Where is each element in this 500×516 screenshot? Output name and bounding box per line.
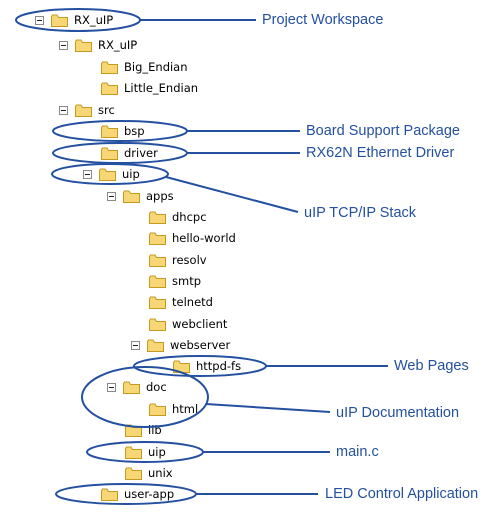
tree-node-resolv[interactable]: resolv [149, 250, 207, 270]
folder-icon [149, 318, 166, 331]
folder-icon [173, 360, 190, 373]
tree-node-label: doc [146, 380, 167, 394]
collapse-box-icon[interactable] [59, 40, 68, 50]
tree-node-doc[interactable]: doc [107, 377, 167, 397]
callout-board-support-package: Board Support Package [306, 123, 460, 139]
tree-node-label: uip [122, 167, 140, 181]
tree-node-lib[interactable]: lib [125, 420, 162, 440]
folder-icon [125, 424, 142, 437]
collapse-box-icon[interactable] [35, 15, 44, 25]
tree-node-label: httpd-fs [196, 359, 242, 373]
tree-node-label: uip [148, 445, 166, 459]
collapse-box-icon[interactable] [83, 169, 92, 179]
folder-icon [149, 211, 166, 224]
folder-icon [101, 488, 118, 501]
collapse-box-icon[interactable] [107, 382, 116, 392]
folder-icon [125, 446, 142, 459]
folder-icon [51, 14, 68, 27]
callout-web-pages: Web Pages [394, 358, 469, 374]
callout-led-control-application: LED Control Application [325, 486, 479, 502]
tree-node-src[interactable]: src [59, 100, 115, 120]
tree-node-label: bsp [124, 124, 145, 138]
tree-node-httpd-fs[interactable]: httpd-fs [173, 356, 241, 376]
callout-main-c: main.c [336, 444, 379, 460]
tree-node-label: lib [148, 423, 162, 437]
callout-project-workspace: Project Workspace [262, 12, 384, 28]
tree-node-label: RX_uIP [98, 38, 138, 52]
folder-icon [149, 254, 166, 267]
tree-node-label: hello-world [172, 231, 236, 245]
tree-node-big-endian[interactable]: Big_Endian [101, 57, 188, 77]
tree-node-little-endian[interactable]: Little_Endian [101, 78, 198, 98]
folder-icon [75, 104, 92, 117]
tree-node-label: smtp [172, 274, 202, 288]
tree-node-label: html [172, 402, 199, 416]
callout-uip-stack: uIP TCP/IP Stack [304, 205, 417, 221]
tree-node-label: src [98, 103, 115, 117]
tree-node-uip[interactable]: uip [83, 164, 140, 184]
tree-node-label: resolv [172, 253, 207, 267]
tree-node-uip-sub[interactable]: uip [125, 442, 166, 462]
folder-icon [123, 381, 140, 394]
folder-icon [101, 61, 118, 74]
folder-icon [149, 232, 166, 245]
tree-node-apps[interactable]: apps [107, 186, 174, 206]
tree-node-user-app[interactable]: user-app [101, 484, 174, 504]
folder-icon [99, 168, 116, 181]
folder-icon [125, 467, 142, 480]
tree-node-label: telnetd [172, 295, 213, 309]
collapse-box-icon[interactable] [131, 340, 140, 350]
folder-icon [123, 190, 140, 203]
tree-node-unix[interactable]: unix [125, 463, 173, 483]
folder-icon [101, 147, 118, 160]
tree-node-hello-world[interactable]: hello-world [149, 228, 236, 248]
folder-icon [149, 296, 166, 309]
tree-node-label: apps [146, 189, 174, 203]
tree-node-label: unix [148, 466, 173, 480]
folder-icon [149, 403, 166, 416]
collapse-box-icon[interactable] [107, 191, 116, 201]
leader-line-doc [205, 403, 331, 413]
folder-icon [101, 125, 118, 138]
tree-node-webserver[interactable]: webserver [131, 335, 230, 355]
folder-icon [101, 82, 118, 95]
tree-node-html[interactable]: html [149, 399, 198, 419]
callout-ethernet-driver: RX62N Ethernet Driver [306, 145, 455, 161]
tree-node-label: Big_Endian [124, 60, 188, 74]
tree-node-label: dhcpc [172, 210, 207, 224]
tree-node-label: webclient [172, 317, 228, 331]
tree-node-driver[interactable]: driver [101, 143, 158, 163]
tree-node-dhcpc[interactable]: dhcpc [149, 207, 207, 227]
callout-uip-documentation: uIP Documentation [336, 405, 460, 421]
collapse-box-icon[interactable] [59, 105, 68, 115]
tree-node-label: RX_uIP [74, 13, 114, 27]
tree-node-rx-uip[interactable]: RX_uIP [59, 35, 137, 55]
tree-node-rx-uip-root[interactable]: RX_uIP [35, 10, 113, 30]
tree-node-label: driver [124, 146, 158, 160]
tree-node-telnetd[interactable]: telnetd [149, 292, 213, 312]
folder-icon [75, 39, 92, 52]
folder-icon [147, 339, 164, 352]
tree-node-label: Little_Endian [124, 81, 199, 95]
tree-node-smtp[interactable]: smtp [149, 271, 201, 291]
tree-node-webclient[interactable]: webclient [149, 314, 227, 334]
tree-node-label: user-app [124, 487, 175, 501]
tree-node-label: webserver [170, 338, 231, 352]
folder-icon [149, 275, 166, 288]
tree-node-bsp[interactable]: bsp [101, 121, 145, 141]
